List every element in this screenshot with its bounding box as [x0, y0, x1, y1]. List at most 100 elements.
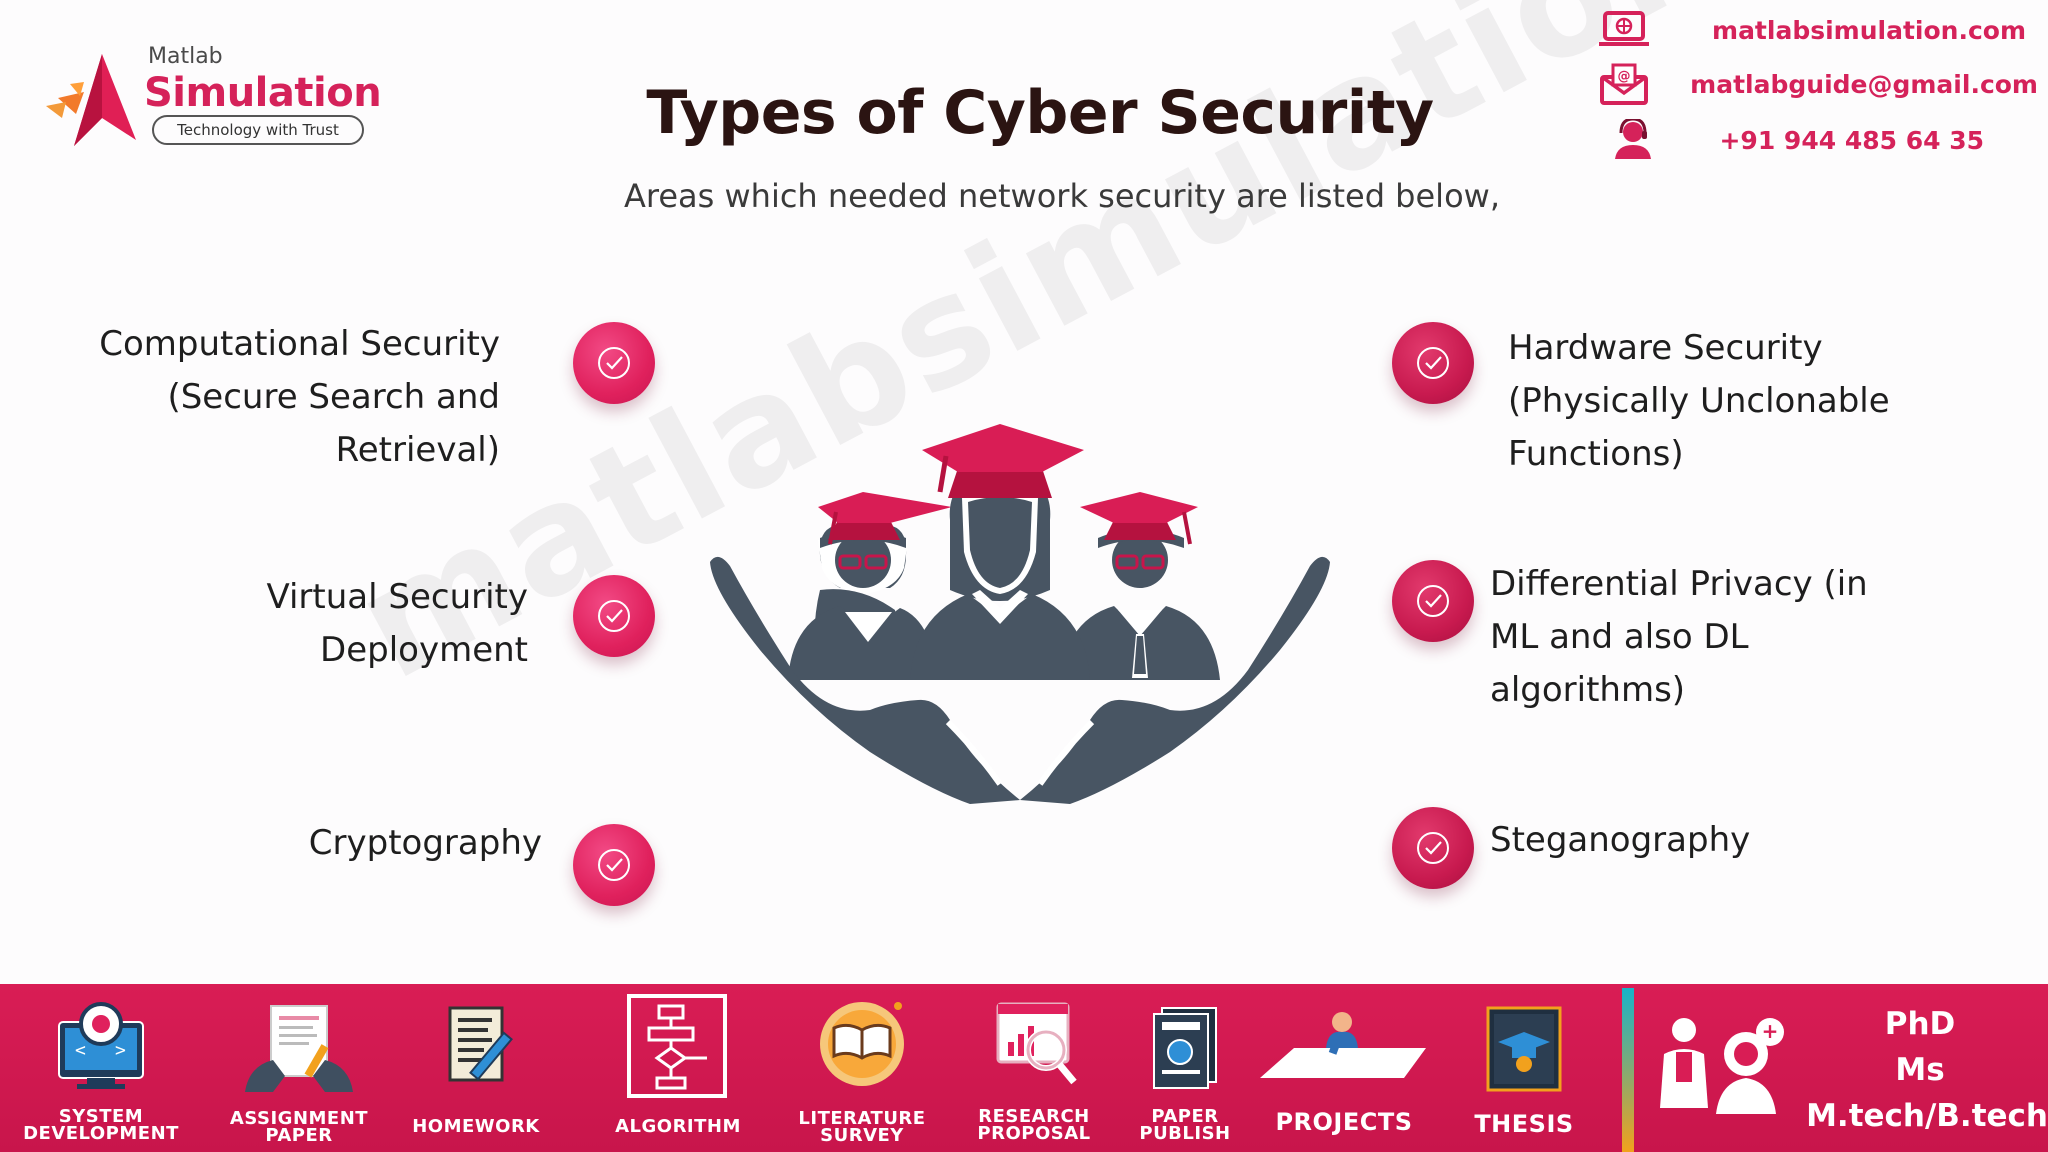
item-line: Hardware Security: [1508, 328, 1823, 368]
phone-support-icon: [1608, 118, 1660, 162]
item-virtual-security: Virtual Security Deployment: [160, 571, 528, 677]
projects-icon: [1260, 1012, 1426, 1078]
item-line: Deployment: [320, 630, 528, 670]
system-development-icon: < >: [58, 1002, 144, 1089]
footer-label: THESIS: [1452, 1110, 1596, 1138]
footer-label: SYSTEM DEVELOPMENT: [14, 1106, 188, 1144]
item-steganography: Steganography: [1490, 814, 1890, 867]
right-graduate-icon: [1060, 492, 1220, 680]
algorithm-icon: [627, 994, 727, 1098]
footer-label-line: SYSTEM: [58, 1106, 144, 1127]
footer-item-thesis[interactable]: THESIS: [1452, 984, 1596, 1152]
literature-survey-icon: [820, 1002, 904, 1086]
footer-label: ASSIGNMENT PAPER: [212, 1108, 386, 1146]
contact-phone[interactable]: +91 944 485 64 35: [1598, 118, 2038, 162]
check-circle-icon: [573, 824, 655, 906]
footer-label-line: LITERATURE: [798, 1108, 926, 1129]
degree-ms: Ms: [1895, 1052, 1945, 1088]
left-graduate-icon: [788, 492, 952, 680]
graduate-people-icon: +: [1660, 1018, 1784, 1114]
footer-item-projects[interactable]: PROJECTS: [1252, 984, 1436, 1152]
graduates-in-hands-illustration: [710, 424, 1330, 804]
item-line: Retrieval): [335, 430, 500, 470]
homework-icon: [448, 1006, 513, 1082]
footer-label-line: PROJECTS: [1275, 1108, 1413, 1136]
services-footer: < > SYSTEM DEVELOPMENT AS: [0, 984, 2048, 1152]
check-circle-icon: [1392, 807, 1474, 889]
footer-item-system-development[interactable]: < > SYSTEM DEVELOPMENT: [14, 984, 188, 1152]
check-circle-icon: [1392, 560, 1474, 642]
check-circle-icon: [573, 575, 655, 657]
research-proposal-icon: [996, 1002, 1077, 1085]
footer-item-literature-survey[interactable]: LITERATURE SURVEY: [780, 984, 944, 1152]
check-circle-icon: [573, 322, 655, 404]
footer-label: PAPER PUBLISH: [1120, 1106, 1250, 1144]
svg-text:+: +: [1762, 1019, 1779, 1043]
page-title-text: Types of Cyber Security: [646, 78, 1434, 148]
footer-label-line: SURVEY: [820, 1125, 904, 1146]
svg-text:<: <: [75, 1040, 86, 1061]
item-line: Steganography: [1490, 820, 1751, 860]
footer-label-line: PROPOSAL: [977, 1123, 1091, 1144]
footer-label-line: RESEARCH: [978, 1106, 1090, 1127]
item-line: Computational Security: [99, 324, 500, 364]
footer-label-line: PAPER: [1151, 1106, 1219, 1127]
footer-item-research-proposal[interactable]: RESEARCH PROPOSAL: [956, 984, 1112, 1152]
footer-label-line: ALGORITHM: [615, 1116, 741, 1137]
check-circle-icon: [1392, 322, 1474, 404]
contact-email[interactable]: @ matlabguide@gmail.com: [1588, 62, 2038, 106]
thesis-icon: [1486, 1006, 1562, 1092]
logo-main-text: Simulation: [144, 70, 382, 116]
rocket-logo-icon: [46, 54, 136, 146]
footer-item-algorithm[interactable]: ALGORITHM: [596, 984, 760, 1152]
item-line: ML and also DL: [1490, 617, 1749, 657]
footer-label-line: ASSIGNMENT: [229, 1108, 369, 1129]
footer-label: PROJECTS: [1252, 1108, 1436, 1136]
website-icon: [1598, 8, 1650, 52]
footer-label-line: PAPER: [265, 1125, 333, 1146]
left-hand-icon: [710, 556, 1020, 804]
item-line: Cryptography: [308, 823, 542, 863]
right-hand-icon: [1020, 556, 1330, 804]
website-link[interactable]: matlabsimulation.com: [1712, 15, 2026, 45]
footer-label-line: PUBLISH: [1139, 1123, 1231, 1144]
footer-label-line: HOMEWORK: [412, 1116, 540, 1137]
footer-item-paper-publish[interactable]: PAPER PUBLISH: [1120, 984, 1250, 1152]
phone-number[interactable]: +91 944 485 64 35: [1719, 125, 1984, 155]
svg-text:>: >: [115, 1040, 126, 1061]
item-cryptography: Cryptography: [200, 817, 542, 870]
item-line: Differential Privacy (in: [1490, 564, 1868, 604]
paper-publish-icon: [1153, 1007, 1217, 1089]
footer-label-line: DEVELOPMENT: [23, 1123, 179, 1144]
degree-phd: PhD: [1884, 1006, 1956, 1042]
item-line: (Secure Search and: [167, 377, 500, 417]
page-subtitle: Areas which needed network security are …: [0, 177, 2048, 215]
degree-mtech-btech: M.tech/B.tech: [1806, 1098, 2048, 1134]
email-link[interactable]: matlabguide@gmail.com: [1690, 69, 2038, 99]
item-computational-security: Computational Security (Secure Search an…: [60, 318, 500, 477]
footer-item-assignment-paper[interactable]: ASSIGNMENT PAPER: [212, 984, 386, 1152]
brand-logo[interactable]: Matlab Simulation Technology with Trust: [40, 40, 382, 150]
svg-text:@: @: [1618, 69, 1631, 84]
degree-levels: PhD Ms M.tech/B.tech: [1792, 984, 2048, 1152]
logo-tagline: Technology with Trust: [152, 115, 364, 145]
item-line: Virtual Security: [266, 577, 528, 617]
contact-website[interactable]: matlabsimulation.com: [1598, 8, 2038, 52]
footer-divider: [1622, 988, 1634, 1152]
footer-label: RESEARCH PROPOSAL: [956, 1106, 1112, 1144]
contact-block: matlabsimulation.com @ matlabguide@gmail…: [1588, 0, 2048, 170]
footer-label: LITERATURE SURVEY: [780, 1108, 944, 1146]
center-graduate-icon: [910, 424, 1090, 680]
item-line: algorithms): [1490, 670, 1686, 710]
item-differential-privacy: Differential Privacy (in ML and also DL …: [1490, 558, 1970, 717]
footer-label-line: THESIS: [1474, 1110, 1574, 1138]
item-hardware-security: Hardware Security (Physically Unclonable…: [1508, 322, 1988, 481]
footer-item-homework[interactable]: HOMEWORK: [396, 984, 556, 1152]
page-subtitle-text: Areas which needed network security are …: [624, 177, 1500, 215]
footer-label: ALGORITHM: [596, 1116, 760, 1137]
email-icon: @: [1598, 62, 1650, 106]
footer-label: HOMEWORK: [396, 1116, 556, 1137]
page-title: Types of Cyber Security: [0, 78, 2048, 148]
assignment-paper-icon: [245, 1005, 353, 1092]
